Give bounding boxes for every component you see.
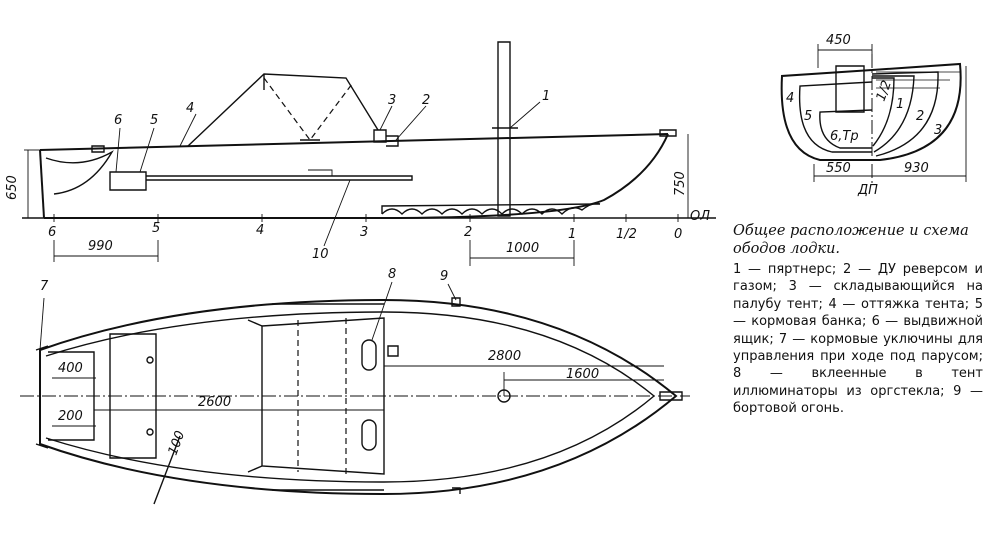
label-part-6: 6 — [114, 113, 122, 128]
stern-well — [45, 150, 114, 195]
dim-550: 550 — [826, 161, 851, 176]
station-6: 6 — [48, 225, 56, 240]
station-5: 5 — [152, 221, 160, 236]
leader-2 — [395, 105, 427, 141]
mast — [497, 41, 511, 217]
canopy-folded — [263, 77, 353, 142]
canopy — [187, 73, 379, 147]
label-part-10: 10 — [312, 247, 329, 262]
section-fore-outer — [871, 62, 962, 161]
side-view: 6 5 4 3 2 1 10 6 5 4 3 2 1 1/2 0 ОЛ 650 — [5, 41, 716, 266]
caption-legend: 1 — пяртнерс; 2 — ДУ реверсом и газом; 3… — [733, 262, 983, 417]
section-fore-half — [872, 77, 895, 147]
floorboard — [146, 175, 413, 181]
leader-1 — [509, 101, 541, 129]
station-1-2: 1/2 — [616, 227, 637, 242]
sheer-line — [39, 133, 669, 151]
porthole-upper — [361, 339, 377, 371]
controls — [373, 129, 399, 147]
bow-fitting — [659, 129, 677, 137]
plan-canopy-ribs — [247, 319, 263, 473]
label-DP: ДП — [857, 183, 878, 198]
section-fore-2 — [871, 71, 939, 157]
dim-200: 200 — [58, 409, 83, 424]
label-part-9: 9 — [440, 269, 448, 284]
dim-1600: 1600 — [566, 367, 599, 382]
drawer-box — [109, 171, 147, 191]
hull-bottom — [44, 133, 669, 219]
dim-450: 450 — [826, 33, 851, 48]
body-cutout — [835, 65, 865, 113]
frame-label-half: 1/2 — [874, 79, 895, 104]
section-aft-outer — [780, 69, 873, 161]
frame-label-1: 1 — [896, 97, 904, 112]
bottom-ribs — [381, 202, 601, 215]
label-part-8: 8 — [388, 267, 396, 282]
fore-hatching — [876, 71, 960, 89]
dim-1000: 1000 — [506, 241, 539, 256]
hull-outline — [39, 298, 678, 496]
dim-750: 750 — [673, 171, 688, 196]
inner-gunwale — [45, 311, 656, 483]
plan-bolt-a — [146, 356, 154, 364]
dim-2600: 2600 — [198, 395, 231, 410]
frame-label-2: 2 — [916, 109, 924, 124]
frame-label-5: 5 — [804, 109, 812, 124]
transom — [39, 149, 45, 219]
plan-view: 7 8 9 400 200 2600 2800 1600 100 — [20, 267, 690, 505]
station-0: 0 — [674, 227, 682, 242]
plan-deck — [272, 303, 384, 491]
body-plan: 450 550 930 ДП 4 5 6,Тр 1/2 1 2 3 — [780, 33, 967, 198]
frame-label-4: 4 — [786, 91, 794, 106]
plan-fitting — [387, 345, 399, 357]
stern-fitting — [91, 145, 105, 153]
section-fore-1 — [872, 75, 915, 153]
station-3: 3 — [360, 225, 368, 240]
station-2: 2 — [464, 225, 472, 240]
figure-caption: Общее расположение и схема ободов лодки.… — [733, 222, 983, 418]
dim-990: 990 — [88, 239, 113, 254]
station-1: 1 — [568, 227, 576, 242]
dim-100: 100 — [166, 429, 189, 457]
plan-bench — [109, 333, 157, 459]
leader-7 — [39, 297, 45, 351]
leader-9 — [447, 283, 457, 301]
plan-canopy — [261, 317, 385, 475]
label-part-3: 3 — [388, 93, 396, 108]
oarlocks — [35, 345, 49, 449]
leader-8 — [371, 281, 393, 341]
section-aft-6 — [819, 109, 873, 149]
label-part-7: 7 — [40, 279, 49, 294]
caption-title: Общее расположение и схема ободов лодки. — [733, 223, 969, 257]
station-ticks — [53, 214, 679, 222]
porthole-lower — [361, 419, 377, 451]
dim-line-100 — [153, 435, 181, 505]
plan-bow-fitting — [659, 391, 683, 401]
frame-label-3: 3 — [934, 123, 942, 138]
dim-650: 650 — [5, 175, 20, 200]
station-4: 4 — [256, 223, 264, 238]
section-aft-5 — [798, 81, 873, 153]
label-part-5: 5 — [150, 113, 158, 128]
stern-box — [48, 351, 95, 441]
plan-bolt-b — [146, 428, 154, 436]
label-part-4: 4 — [186, 101, 194, 116]
bottom-ribs-outline — [381, 203, 601, 214]
dim-930: 930 — [904, 161, 929, 176]
dim-400: 400 — [58, 361, 83, 376]
leader-10 — [323, 179, 351, 247]
label-part-2: 2 — [422, 93, 430, 108]
side-lights — [451, 297, 461, 494]
dim-2800: 2800 — [488, 349, 521, 364]
leader-6 — [115, 127, 121, 173]
bench — [308, 169, 333, 176]
label-part-1: 1 — [542, 89, 550, 104]
leader-3 — [379, 105, 393, 131]
leader-5 — [139, 127, 155, 173]
waterline-label: ОЛ — [690, 209, 710, 224]
frame-label-6tr: 6,Тр — [830, 129, 859, 144]
leader-4 — [179, 113, 197, 147]
